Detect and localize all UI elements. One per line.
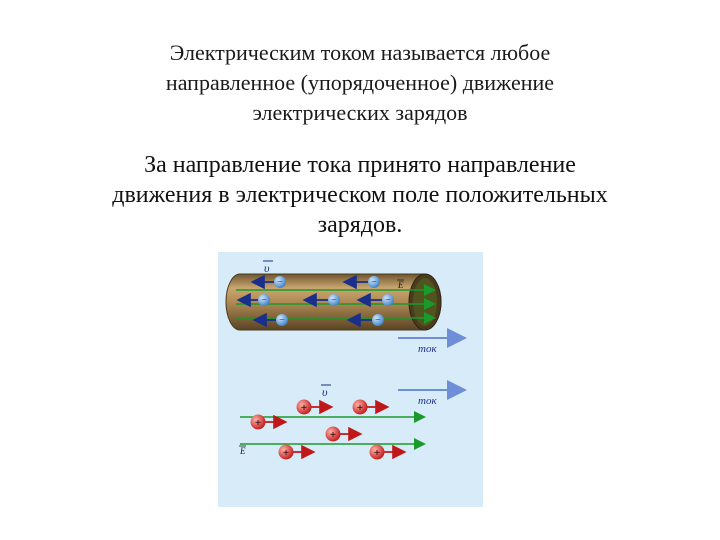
negative-sign: − [375,315,381,326]
negative-charge: − [250,274,286,290]
negative-charge: − [252,312,288,328]
negative-charge: − [356,292,394,308]
negative-sign: − [331,295,337,306]
negative-charge: − [342,274,380,290]
charges-velocity-label: υ [322,385,328,399]
negative-charges: − − − − − − − [236,274,394,328]
negative-charge: − [346,312,384,328]
wire-velocity-label: υ [264,261,270,275]
wire-current-label: ток [418,343,437,355]
positive-charge: + [296,399,334,415]
positive-charge: + [325,426,363,442]
negative-sign: − [277,277,283,288]
direction-rule-line-1: За направление тока принято направление [144,152,576,178]
charges-field-label: E [239,446,246,456]
direction-rule-line-2: движения в электрическом поле положитель… [112,182,608,208]
positive-charge: + [250,414,288,430]
positive-charges: + + + + + + [250,399,407,460]
current-illustration: − − − − − − − [218,252,483,507]
charges-current-label: ток [418,395,437,407]
definition-text: Электрическим током называется любое нап… [40,38,680,128]
negative-charge: − [302,292,340,308]
positive-sign: + [301,402,307,414]
positive-sign: + [357,402,363,414]
positive-sign: + [283,447,289,459]
negative-sign: − [385,295,391,306]
positive-sign: + [374,447,380,459]
definition-line-2: направленное (упорядоченное) движение [165,70,555,95]
negative-sign: − [371,277,377,288]
negative-sign: − [279,315,285,326]
definition-line-3: электрических зарядов [252,100,468,125]
direction-rule-text: За направление тока принято направление … [30,150,690,240]
positive-sign: + [330,429,336,441]
positive-sign: + [255,417,261,429]
direction-rule-line-3: зарядов. [317,212,403,238]
negative-charge: − [236,292,270,308]
positive-charge: + [369,444,407,460]
charges-field-lines [240,411,426,450]
wire-field-label: E [397,280,404,290]
positive-charge: + [278,444,316,460]
definition-line-1: Электрическим током называется любое [169,40,551,65]
positive-charge: + [352,399,390,415]
negative-sign: − [261,295,267,306]
current-illustration-svg: − − − − − − − [218,252,483,507]
